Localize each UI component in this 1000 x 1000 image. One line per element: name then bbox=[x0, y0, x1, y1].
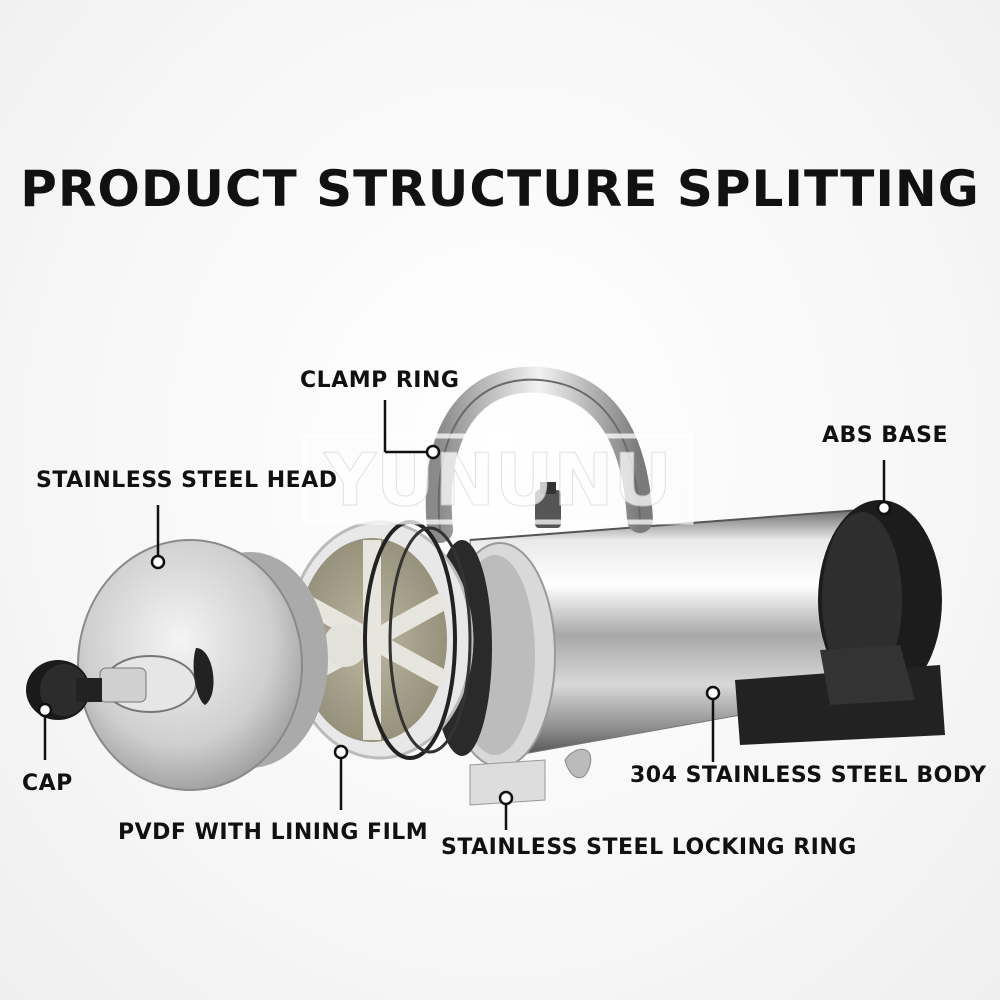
locking-bracket bbox=[469, 748, 592, 806]
steel-head bbox=[77, 539, 328, 791]
leader-lines bbox=[37, 400, 892, 830]
label-pvdf-lining: PVDF WITH LINING FILM bbox=[118, 820, 429, 845]
watermark: YUNUNU bbox=[302, 433, 694, 525]
label-abs-base: ABS BASE bbox=[822, 423, 948, 448]
label-locking-ring: STAINLESS STEEL LOCKING RING bbox=[441, 835, 857, 860]
label-cap: CAP bbox=[22, 771, 73, 796]
label-stainless-steel-head: STAINLESS STEEL HEAD bbox=[36, 468, 338, 493]
page-title: PRODUCT STRUCTURE SPLITTING bbox=[20, 160, 980, 218]
clamp-ring bbox=[425, 366, 653, 543]
label-steel-body: 304 STAINLESS STEEL BODY bbox=[630, 763, 987, 788]
abs-base bbox=[735, 500, 945, 745]
watermark-text: YUNUNU bbox=[323, 438, 672, 522]
label-clamp-ring: CLAMP RING bbox=[300, 368, 460, 393]
